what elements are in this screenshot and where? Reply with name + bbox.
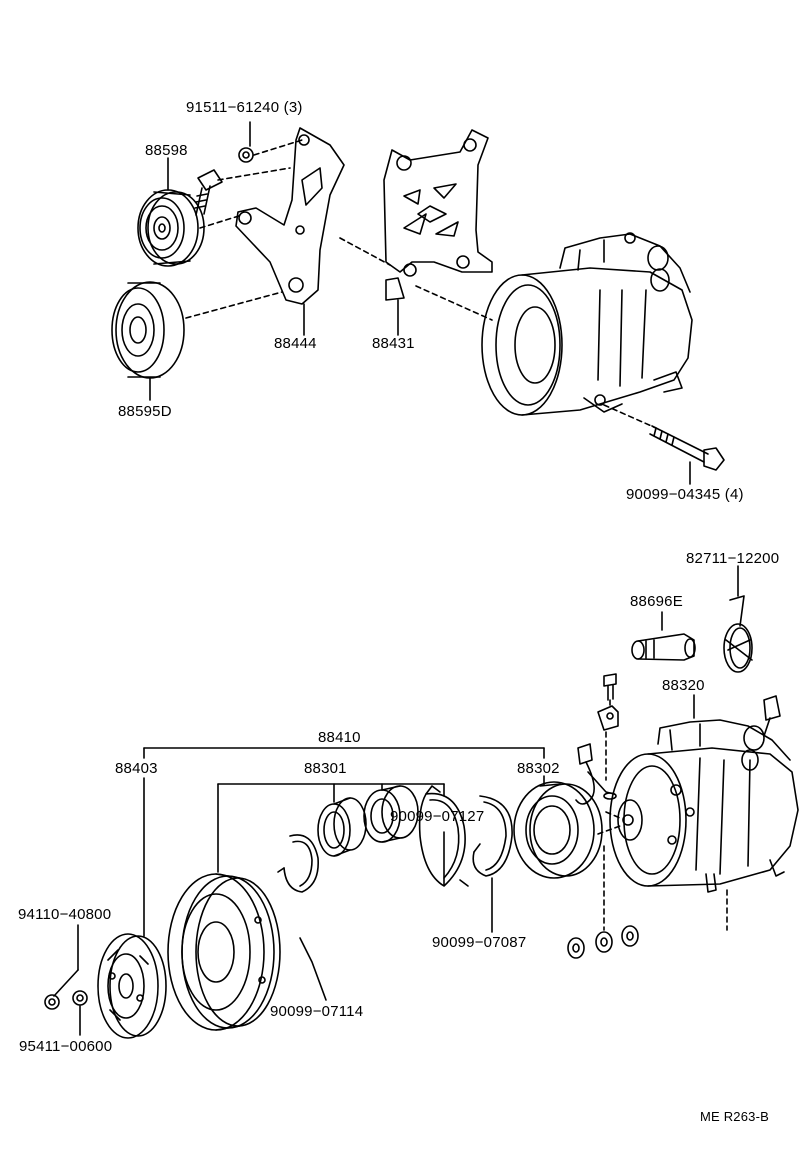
label-88444: 88444 [274,335,317,352]
field-coil-88302 [513,781,603,879]
bracket-88444 [235,127,345,305]
armature-plate [97,933,167,1039]
label-88431: 88431 [372,335,415,352]
group-bracket-88410 [143,747,545,937]
coil-connector-wire [575,743,617,805]
label-95411-00600: 95411−00600 [19,1038,113,1055]
label-88696e: 88696E [630,593,683,610]
label-88403: 88403 [115,760,158,777]
label-90099-07087: 90099−07087 [432,934,527,951]
shims [567,925,639,959]
label-88302: 88302 [517,760,560,777]
pulley-88595d [111,281,185,379]
label-88410: 88410 [318,729,361,746]
compressor-88320 [609,695,799,893]
label-82711-12200: 82711−12200 [686,550,780,567]
washer-95411 [72,990,88,1006]
dashed-connections-top [185,139,657,429]
label-88595d: 88595D [118,403,172,420]
sensor-plate [597,705,619,731]
compressor-top [481,232,693,416]
hose-88696e [631,633,696,661]
label-91511-61240: 91511−61240 (3) [186,99,303,116]
label-88320: 88320 [662,677,705,694]
label-90099-07114: 90099−07114 [270,1003,364,1020]
sleeve [317,797,367,857]
bracket-88431 [383,129,493,301]
small-screw [603,673,617,701]
label-94110-40800: 94110−40800 [18,906,112,923]
snap-ring-90099-07087 [472,795,513,877]
hose-clamp-82711 [723,595,753,673]
label-88598: 88598 [145,142,188,159]
leader-90099-07114 [299,937,327,1001]
label-88301: 88301 [304,760,347,777]
snap-ring-90099-07127 [418,785,469,887]
idler-pulley-88598 [137,189,205,267]
long-bolt-90099-04345 [649,425,725,471]
dashed-connections-bottom [597,699,728,931]
pulley-rotor [167,873,281,1031]
diagram-reference-code: ME R263-B [700,1109,769,1124]
snap-ring-90099-07114 [277,834,319,893]
label-90099-04345: 90099−04345 (4) [626,486,744,503]
nut-91511 [238,147,254,163]
group-bracket-88301 [217,783,445,873]
leader-94110-diag [53,969,79,997]
nut-94110 [44,994,60,1010]
label-90099-07127: 90099−07127 [390,808,485,825]
pulley-bolt [194,169,223,216]
